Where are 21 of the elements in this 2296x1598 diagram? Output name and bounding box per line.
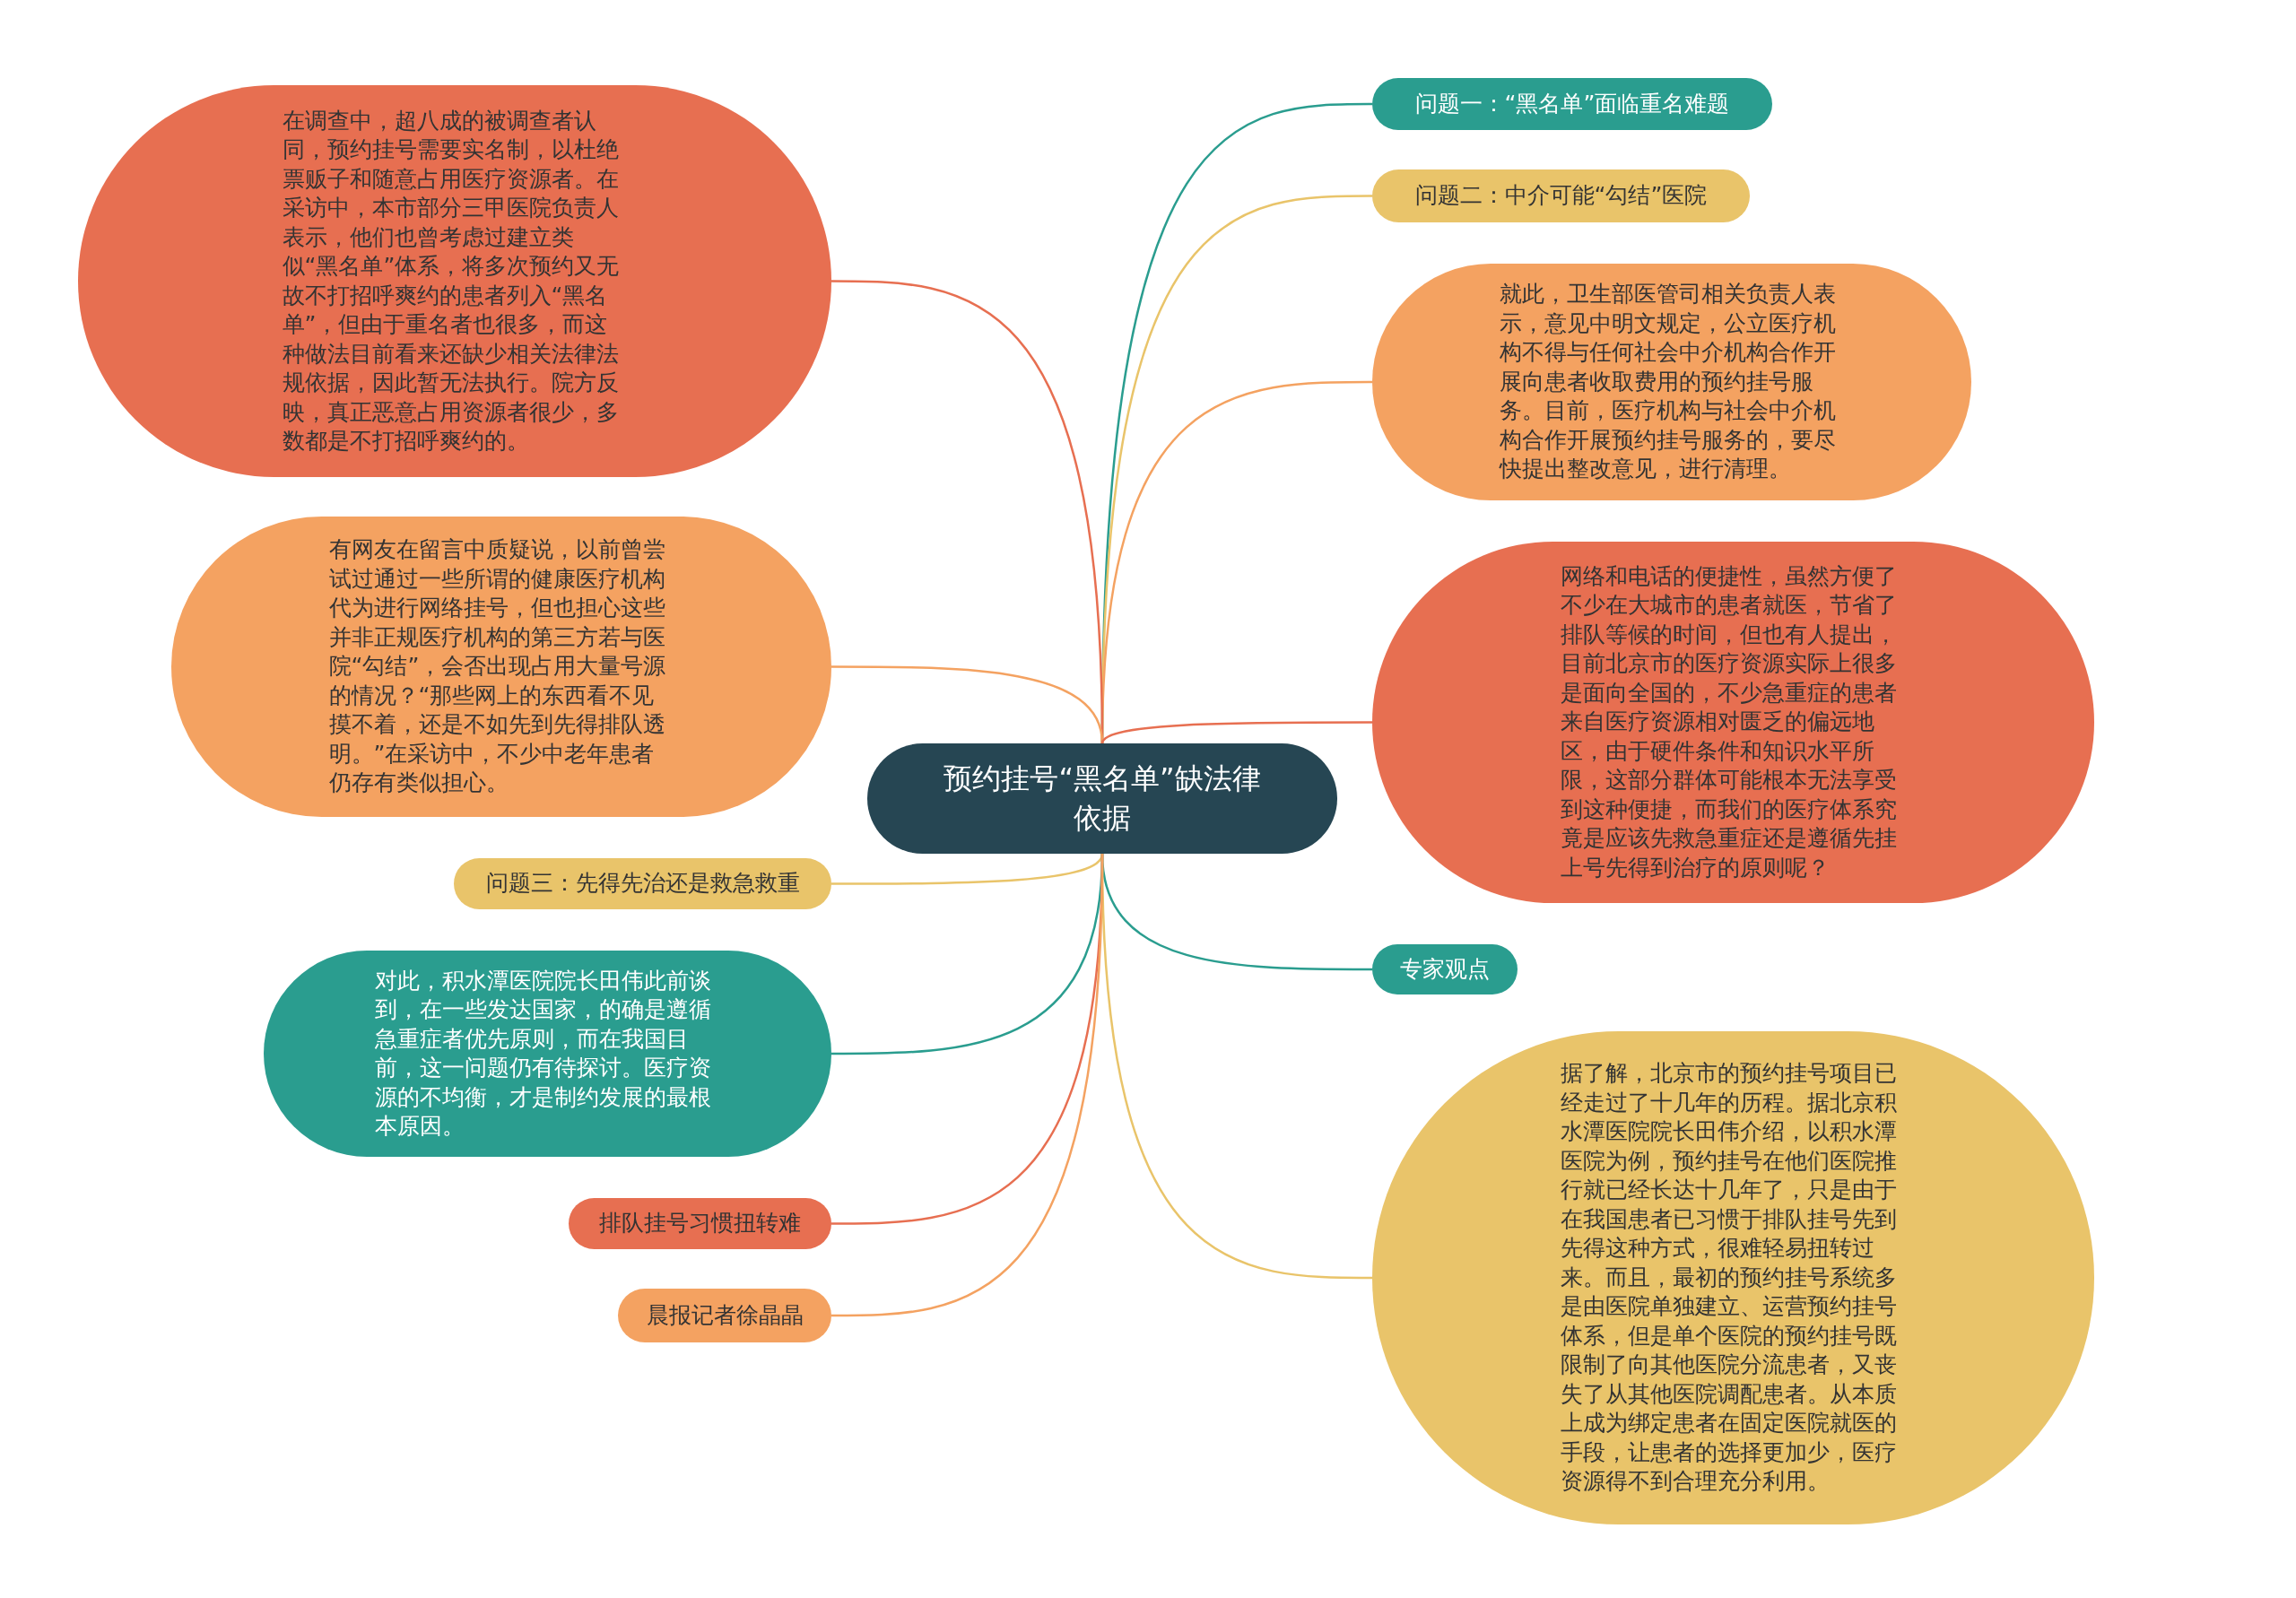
node-text: 网络和电话的便捷性，虽然方便了不少在大城市的患者就医，节省了排队等候的时间，但也有人提出，目前北京市的医疗资源实际上很多是面向全国的，不少急重症的患者来自医疗资源相对匮乏的偏远地区，由于硬件条件和知识水平所限，这部分群体可能根本无法享受到这种便捷，而我们的医疗体系究竟是应该先救急重症还是遵循先挂上号先得到治疗的原则呢？: [1561, 561, 1898, 882]
topic-pill: [618, 1289, 831, 1342]
node-text: 问题二：中介可能“勾结”医院: [1414, 181, 1708, 211]
node-text: 专家观点: [1400, 954, 1490, 984]
topic-pill: [454, 858, 831, 909]
node-text: 问题三：先得先治还是救急救重: [485, 869, 800, 899]
node-text: 据了解，北京市的预约挂号项目已经走过了十几年的历程。据北京积水潭医院院长田伟介绍，以积水潭医院为例，预约挂号在他们医院推行就已经长达十几年了，只是由于在我国患者已习惯于排队挂号先到先得这种方式，很难轻易扭转过来。而且，最初的预约挂号系统多是由医院单独建立、运营预约挂号体系，但是单个医院的预约挂号既限制了向其他医院分流患者，又丧失了从其他医院调配患者。从本质上成为绑定患者在固定医院就医的手段，让患者的选择更加少，医疗资源得不到合理充分利用。: [1561, 1059, 1898, 1497]
node-text: 排队挂号习惯扭转难: [599, 1209, 801, 1238]
topic-pill: [1372, 944, 1518, 994]
topic-title: 预约挂号“黑名单”缺法律依据: [943, 760, 1262, 837]
connector-line: [1100, 721, 1372, 744]
node-text: 有网友在留言中质疑说，以前曾尝试过通过一些所谓的健康医疗机构代为进行网络挂号，但也担心这些并非正规医疗机构的第三方若与医院“勾结”，会否出现占用大量号源的情况？“那些网上的东西看不见摸不着，还是不如先到先得排队透明。”在采访中，不少中老年患者仍存有类似担心。: [328, 535, 667, 798]
topic-pill: [569, 1198, 831, 1249]
connector-line: [831, 853, 1104, 1317]
node-text: 问题一：“黑名单”面临重名难题: [1414, 89, 1730, 118]
node-text: 就此，卫生部医管司相关负责人表示，意见中明文规定，公立医疗机构不得与任何社会中介机构合作开展向患者收取费用的预约挂号服务。目前，医疗机构与社会中介机构合作开展预约挂号服务的，要尽快提出整改意见，进行清理。: [1499, 280, 1837, 484]
node-text: 晨报记者徐晶晶: [646, 1300, 804, 1330]
topic-pill: [1372, 78, 1772, 130]
connector-line: [831, 853, 1104, 885]
node-text: 在调查中，超八成的被调查者认同，预约挂号需要实名制，以杜绝票贩子和随意占用医疗资源者。在采访中，本市部分三甲医院负责人表示，他们也曾考虑过建立类似“黑名单”体系，将多次预约又无故不打招呼爽约的患者列入“黑名单”，但由于重名者也很多，而这种做法目前看来还缺少相关法律法规依据，因此暂无法执行。院方反映，真正恶意占用资源者很少，多数都是不打招呼爽约的。: [282, 106, 621, 456]
node-text: 对此，积水潭医院院长田伟此前谈到，在一些发达国家，的确是遵循急重症者优先原则，而在我国目前，这一问题仍有待探讨。医疗资源的不均衡，才是制约发展的最根本原因。: [375, 966, 712, 1141]
